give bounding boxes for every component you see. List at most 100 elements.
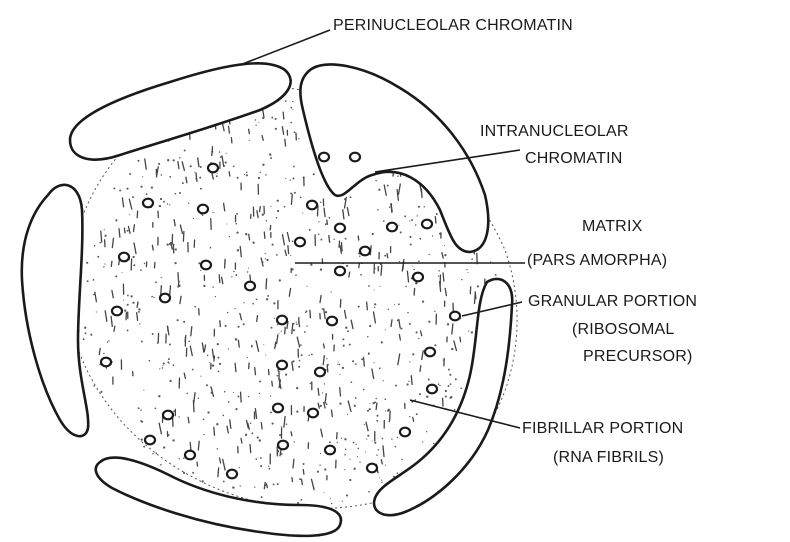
stipple-dot — [203, 419, 205, 421]
stipple-dot — [326, 403, 328, 405]
stipple-dot — [374, 401, 376, 403]
stipple-dot — [104, 263, 105, 264]
stipple-dot — [367, 336, 368, 337]
fibril — [293, 459, 294, 468]
stipple-dot — [298, 366, 300, 368]
stipple-dot — [113, 187, 115, 189]
stipple-dot — [265, 253, 266, 254]
stipple-dot — [225, 325, 227, 327]
stipple-dot — [161, 277, 162, 278]
fibril — [381, 265, 382, 275]
stipple-dot — [322, 392, 323, 393]
stipple-dot — [277, 210, 279, 212]
stipple-dot — [412, 353, 414, 355]
stipple-dot — [447, 323, 449, 325]
stipple-dot — [422, 300, 424, 302]
granule — [185, 451, 195, 460]
fibril — [214, 427, 215, 435]
stipple-dot — [97, 256, 99, 258]
stipple-dot — [422, 442, 423, 443]
fibril — [339, 241, 340, 247]
stipple-dot — [320, 268, 322, 270]
fibril — [475, 294, 476, 303]
granule — [335, 267, 345, 276]
stipple-dot — [173, 364, 175, 366]
stipple-dot — [450, 383, 452, 385]
stipple-dot — [294, 192, 296, 194]
stipple-dot — [167, 203, 168, 204]
stipple-dot — [206, 384, 208, 386]
stipple-dot — [448, 385, 450, 387]
stipple-dot — [159, 368, 160, 369]
stipple-dot — [398, 225, 399, 226]
fibril — [137, 302, 138, 308]
stipple-dot — [306, 286, 307, 287]
stipple-dot — [266, 298, 268, 300]
stipple-dot — [255, 458, 257, 460]
stipple-dot — [155, 452, 157, 454]
stipple-dot — [285, 100, 287, 102]
stipple-dot — [330, 498, 331, 499]
stipple-dot — [374, 303, 376, 305]
stipple-dot — [183, 321, 185, 323]
stipple-dot — [323, 492, 324, 493]
stipple-dot — [397, 437, 398, 438]
stipple-dot — [152, 333, 154, 335]
fibril — [332, 410, 333, 417]
fibril — [364, 357, 365, 366]
fibril — [376, 403, 377, 410]
fibril — [285, 327, 286, 334]
stipple-dot — [345, 238, 347, 240]
stipple-dot — [260, 465, 262, 467]
stipple-dot — [270, 411, 272, 413]
stipple-dot — [309, 355, 310, 356]
granule — [450, 312, 460, 321]
stipple-dot — [384, 255, 386, 257]
stipple-dot — [200, 166, 202, 168]
fibril — [387, 254, 388, 258]
stipple-dot — [217, 173, 218, 174]
stipple-dot — [219, 363, 221, 365]
stipple-dot — [127, 230, 129, 232]
stipple-dot — [194, 306, 196, 308]
stipple-dot — [304, 331, 306, 333]
stipple-dot — [313, 173, 315, 175]
stipple-dot — [143, 390, 144, 391]
stipple-dot — [369, 325, 371, 327]
stipple-dot — [448, 369, 450, 371]
fibril — [337, 433, 338, 439]
stipple-dot — [330, 291, 331, 292]
stipple-dot — [415, 224, 417, 226]
stipple-dot — [418, 338, 419, 339]
stipple-dot — [179, 458, 180, 459]
stipple-dot — [252, 242, 254, 244]
fibril — [272, 381, 273, 386]
stipple-dot — [367, 410, 369, 412]
stipple-dot — [234, 308, 235, 309]
granule — [308, 409, 318, 418]
stipple-dot — [410, 243, 412, 245]
fibril — [414, 288, 415, 295]
stipple-dot — [269, 153, 271, 155]
stipple-dot — [285, 178, 286, 179]
stipple-dot — [325, 223, 327, 225]
stipple-dot — [339, 402, 341, 404]
stipple-dot — [417, 215, 418, 216]
stipple-dot — [296, 411, 298, 413]
stipple-dot — [226, 153, 227, 154]
stipple-dot — [394, 304, 395, 305]
stipple-dot — [378, 449, 379, 450]
stipple-dot — [203, 285, 205, 287]
stipple-dot — [244, 174, 245, 175]
fibril — [390, 411, 391, 421]
stipple-dot — [299, 478, 301, 480]
stipple-dot — [237, 249, 239, 251]
stipple-dot — [224, 391, 226, 393]
stipple-dot — [407, 383, 409, 385]
stipple-dot — [387, 185, 389, 187]
fibril — [285, 139, 286, 146]
stipple-dot — [259, 393, 260, 394]
granule — [350, 153, 360, 162]
fibril — [443, 273, 444, 281]
stipple-dot — [94, 245, 95, 246]
